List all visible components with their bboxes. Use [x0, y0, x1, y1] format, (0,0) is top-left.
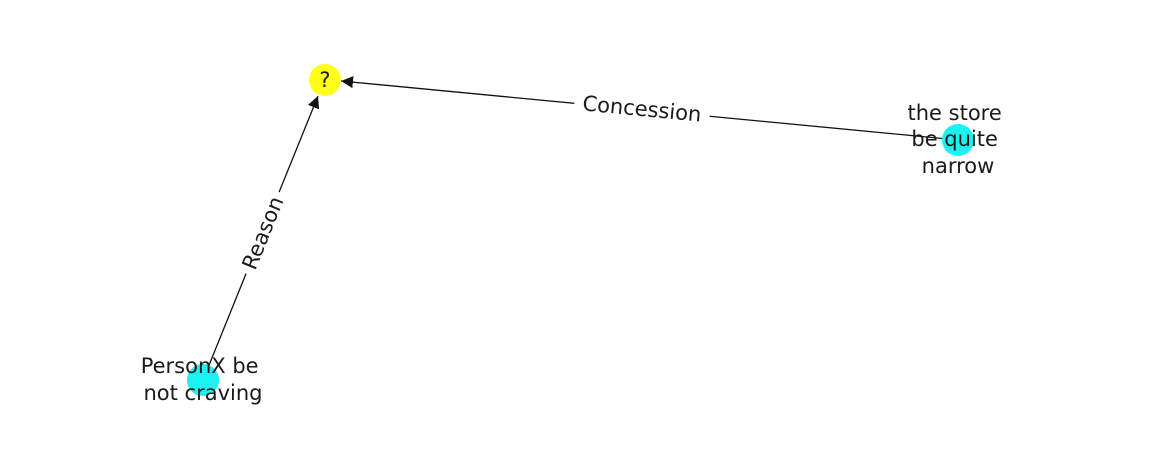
node-label-store-line-3: narrow [922, 154, 995, 178]
node-label-store-line-1: the store [908, 101, 1002, 125]
edge-label-concession-bg [572, 88, 712, 130]
node-store [942, 124, 974, 156]
node-label-store-line-2: be quite [911, 127, 998, 151]
edge-label-reason: Reason [237, 193, 288, 273]
node-personx [187, 364, 219, 396]
node-question [309, 64, 341, 96]
edge-label-reason-bg [233, 186, 293, 280]
node-label-personx: PersonX be not craving [141, 354, 266, 405]
node-label-store: the store be quite narrow [908, 101, 1009, 178]
node-label-personx-line-1: PersonX be [141, 354, 259, 378]
node-label-personx-line-2: not craving [143, 381, 262, 405]
edge-label-concession-group: Concession [572, 88, 712, 130]
edge-label-reason-group: Reason [233, 186, 293, 280]
node-label-question: ? [319, 68, 330, 92]
